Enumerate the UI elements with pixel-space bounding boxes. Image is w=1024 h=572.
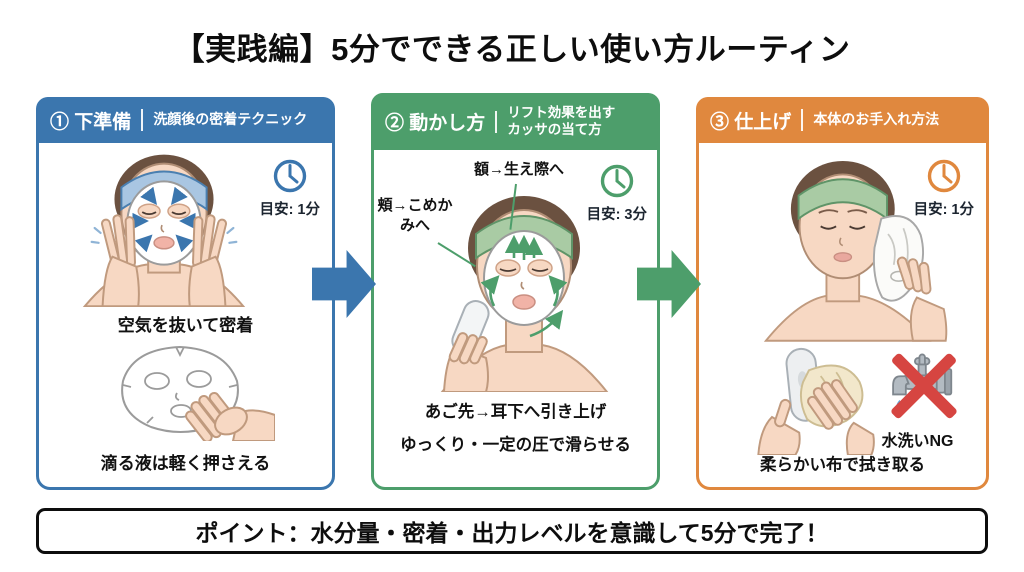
step3-subtitle: 本体のお手入れ方法 — [813, 111, 940, 128]
timer-label: 目安: 1分 — [913, 202, 974, 218]
masked-face-press-illustration — [82, 154, 246, 307]
panel-step2-header: ② 動かし方 リフト効果を出す カッサの当て方 — [371, 93, 660, 150]
clock-icon — [927, 159, 960, 193]
panel-step3-header: ③ 仕上げ 本体のお手入れ方法 — [696, 97, 989, 143]
caption-air-seal: 空気を抜いて密着 — [117, 316, 254, 335]
caption-slow-constant-pressure: ゆっくり・一定の圧で滑らせる — [400, 436, 631, 454]
step2-label: ② 動かし方 — [385, 113, 486, 134]
panel-step3-finishing: ③ 仕上げ 本体のお手入れ方法 目安: 1分 — [696, 97, 989, 490]
flat-sheet-mask-illustration — [121, 345, 275, 441]
panel-step2-body: 目安: 3分 額→生え際へ 頬→こめかみへ — [374, 150, 657, 487]
no-water-faucet-icon — [891, 353, 957, 419]
mask-removal-illustration — [763, 160, 948, 342]
caption-press-drips: 滴る液は軽く押さえる — [100, 454, 271, 473]
step1-subtitle: 洗顔後の密着テクニック — [153, 111, 308, 128]
panel-step1-preparation: ① 下準備 洗顔後の密着テクニック 目安: 1分 — [36, 97, 335, 490]
panel-step1-body: 目安: 1分 — [39, 143, 332, 487]
page-title: 【実践編】5分でできる正しい使い方ルーティン — [173, 32, 851, 67]
annotation-cheek-to-temple: 頬→こめかみへ — [377, 197, 453, 234]
step1-label: ① 下準備 — [50, 111, 132, 133]
step2-subtitle: リフト効果を出す カッサの当て方 — [507, 104, 616, 137]
header-divider — [141, 109, 144, 131]
clock-icon — [600, 164, 633, 198]
annotation-forehead-to-hairline: 額→生え際へ — [473, 161, 564, 178]
panel-step1-header: ① 下準備 洗顔後の密着テクニック — [36, 97, 335, 143]
panel-step3-body: 目安: 1分 — [699, 143, 986, 487]
caption-wipe-with-soft-cloth: 柔らかい布で拭き取る — [760, 456, 925, 474]
timer-badge-step1: 目安: 1分 — [260, 157, 320, 219]
timer-badge-step3: 目安: 1分 — [914, 157, 974, 219]
caption-chin-to-ear: あご先→耳下へ引き上げ — [424, 403, 607, 421]
step3-label: ③ 仕上げ — [710, 111, 792, 133]
label-no-water-rinse: 水洗いNG — [881, 433, 954, 450]
wipe-device-with-cloth-illustration — [757, 347, 875, 455]
timer-label: 目安: 1分 — [259, 202, 320, 218]
timer-badge-step2: 目安: 3分 — [587, 162, 647, 224]
gua-sha-direction-face-illustration — [440, 196, 609, 392]
point-summary-bar: ポイント：水分量・密着・出力レベルを意識して5分で完了！ — [36, 508, 988, 554]
header-divider — [801, 109, 804, 131]
clock-icon — [273, 159, 306, 193]
timer-label: 目安: 3分 — [586, 207, 647, 223]
header-divider — [495, 110, 498, 133]
panel-step2-movement: ② 動かし方 リフト効果を出す カッサの当て方 目安: 3分 額→生え際へ 頬→… — [371, 93, 660, 490]
